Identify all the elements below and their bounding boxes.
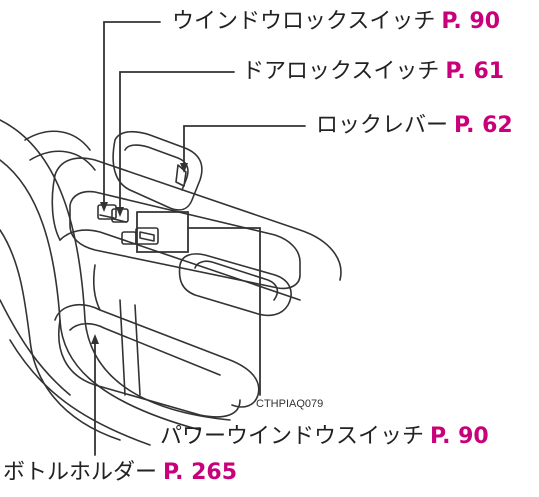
callout-text: ボトルホルダー [3,460,158,485]
page-reference-link[interactable]: P. 90 [430,424,489,449]
page-reference-link[interactable]: P. 62 [454,113,513,138]
page-reference-link[interactable]: P. 90 [441,9,501,34]
callout-text: ロックレバー [316,113,449,138]
page-reference-link[interactable]: P. 265 [163,460,238,485]
page-reference-link[interactable]: P. 61 [445,59,505,84]
callout-text: ウインドウロックスイッチ [172,9,436,34]
callout-text: パワーウインドウスイッチ [160,424,425,449]
figure-code: CTHPIAQ079 [256,398,324,410]
callout-text: ドアロックスイッチ [242,59,440,84]
